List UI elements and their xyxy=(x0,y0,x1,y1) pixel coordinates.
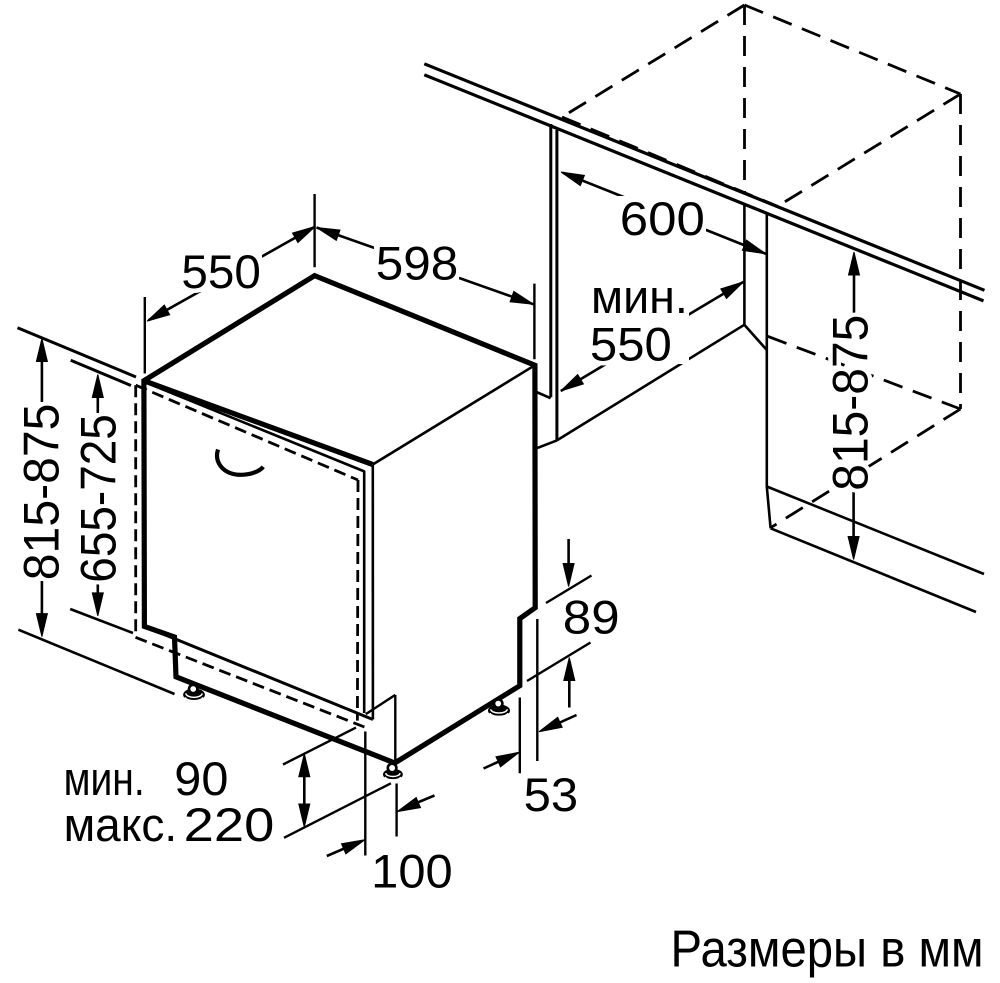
svg-text:Размеры в мм: Размеры в мм xyxy=(671,921,984,979)
svg-text:220: 220 xyxy=(184,798,275,851)
svg-text:53: 53 xyxy=(524,768,579,821)
svg-text:100: 100 xyxy=(371,845,453,898)
svg-text:550: 550 xyxy=(181,245,261,298)
svg-text:89: 89 xyxy=(563,590,620,643)
svg-text:90: 90 xyxy=(174,752,228,805)
svg-text:мин.: мин. xyxy=(591,270,688,323)
svg-text:мин.: мин. xyxy=(64,752,145,805)
svg-text:815-875: 815-875 xyxy=(12,404,69,581)
svg-text:600: 600 xyxy=(620,192,705,245)
svg-text:550: 550 xyxy=(590,318,672,371)
svg-text:макс.: макс. xyxy=(64,798,178,851)
svg-text:598: 598 xyxy=(376,236,459,289)
svg-text:655-725: 655-725 xyxy=(69,414,126,583)
svg-text:815-875: 815-875 xyxy=(822,315,879,491)
